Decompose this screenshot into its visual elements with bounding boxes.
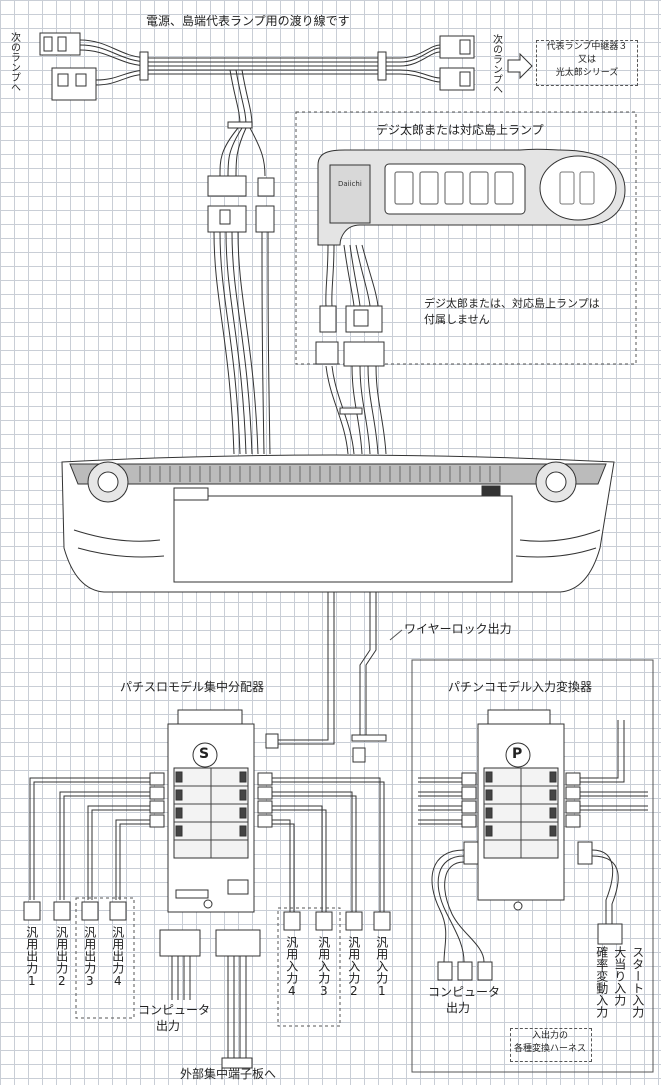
relay-label-line3: 光太郎シリーズ [555,68,619,78]
p-mark: P [512,746,523,762]
general-input-3: 汎用入力3 [316,936,331,998]
s-mark-circle [192,742,218,768]
top-wiring-label: 電源、島端代表ランプ用の渡り線です [146,14,350,28]
pachislo-title: パチスロモデル集中分配器 [120,680,265,694]
deji-lamp-dashed-frame [295,111,637,365]
deji-note-line1: デジ太郎または、対応島上ランプは [424,297,600,310]
pachislo-distributor [167,709,255,913]
main-display-unit [61,454,615,593]
general-output-3: 汎用出力3 [82,926,97,988]
relay-box [536,40,638,86]
p-mark-circle [505,742,531,768]
harness-line2: 各種変換ハーネス [513,1044,586,1054]
relay-label-line1: 代表ランプ中継器３ [546,42,628,52]
external-board-label: 外部集中端子板へ [180,1067,277,1081]
harness-box [510,1028,592,1062]
general-input-4: 汎用入力4 [284,936,299,998]
out34-dashed-group [75,897,135,1019]
probability-input-label: 確率変動入力 [594,946,609,1018]
relay-label-line2: 又は [577,55,596,65]
s-mark: S [199,746,210,762]
lamp-brand-text: Daiichi [338,180,362,188]
computer-output-left-line1: コンピュータ [138,1003,211,1017]
display-screen [173,495,513,583]
in43-dashed-group [277,907,341,1027]
jackpot-input-label: 大当り入力 [612,946,627,1006]
computer-output-left-line2: 出力 [156,1019,181,1033]
pachinko-converter [411,659,654,1073]
general-input-2: 汎用入力2 [346,936,361,998]
pachinko-title: パチンコモデル入力変換器 [448,680,593,694]
harness-line1: 入出力の [531,1031,568,1041]
general-output-2: 汎用出力2 [54,926,69,988]
deji-title: デジ太郎または対応島上ランプ [376,123,544,137]
start-input-label: スタート入力 [630,946,645,1018]
pachinko-frame [411,659,654,1073]
general-input-1: 汎用入力1 [374,936,389,998]
general-output-4: 汎用出力4 [110,926,125,988]
deji-lamp-group [295,111,637,455]
general-output-1: 汎用出力1 [24,926,39,988]
next-lamp-left-label: 次のランプへ [8,32,20,92]
wire-lock-label: ワイヤーロック出力 [404,622,512,636]
next-lamp-right-label: 次のランプへ [490,34,502,94]
computer-output-right-line1: コンピュータ [428,985,501,999]
computer-output-right-line2: 出力 [446,1001,471,1015]
top-harness [39,32,533,455]
deji-note-line2: 付属しません [424,313,490,326]
